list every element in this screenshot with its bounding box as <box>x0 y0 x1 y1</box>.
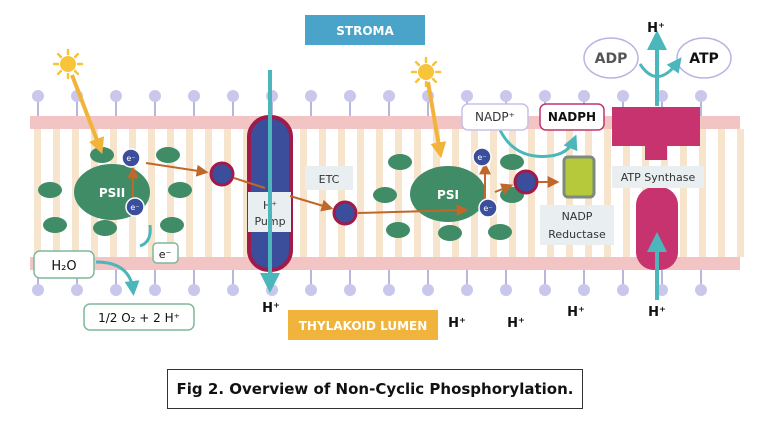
h-ion-label: H⁺ <box>262 301 280 316</box>
psii-label: PSII <box>99 186 125 200</box>
proton-labels: H⁺ H⁺ H⁺ H⁺ H⁺ H⁺ <box>262 21 666 331</box>
electron-badge: e⁻ <box>478 198 498 218</box>
svg-text:e⁻: e⁻ <box>126 154 135 163</box>
stroma-label: STROMA <box>336 24 394 38</box>
nadph-formation: NADP⁺ NADPH <box>461 103 605 158</box>
electron-badges: e⁻ e⁻ e⁻ e⁻ <box>121 147 498 218</box>
h-ion-label: H⁺ <box>648 305 666 320</box>
nadp-reductase: NADP Reductase <box>540 155 614 245</box>
lumen-label: THYLAKOID LUMEN <box>299 319 428 333</box>
svg-text:e⁻: e⁻ <box>130 203 139 212</box>
nadp-reductase-label-1: NADP <box>562 210 593 223</box>
svg-text:e⁻: e⁻ <box>477 153 486 162</box>
psi-complex: PSI <box>373 154 524 241</box>
atp-synthase-label: ATP Synthase <box>621 171 696 184</box>
atp-formation: ADP ATP <box>583 30 732 79</box>
nadph-label: NADPH <box>548 110 596 124</box>
electron-carriers <box>209 161 539 226</box>
sun-icon <box>410 56 447 159</box>
h-ion-label: H⁺ <box>507 316 525 331</box>
electron-badge: e⁻ <box>472 147 492 167</box>
electron-flow-arrows <box>127 162 560 217</box>
electron-release-label: e⁻ <box>159 248 172 261</box>
h-ion-label: H⁺ <box>567 305 585 320</box>
atp-label: ATP <box>689 51 719 67</box>
lumen-label-box: THYLAKOID LUMEN <box>288 310 438 340</box>
nadp-plus-label: NADP⁺ <box>475 110 515 124</box>
h-ion-label: H⁺ <box>647 21 665 36</box>
stroma-label-box: STROMA <box>305 15 425 45</box>
h-ion-label: H⁺ <box>448 316 466 331</box>
etc-box: ETC <box>305 166 353 190</box>
figure-caption: Fig 2. Overview of Non-Cyclic Phosphoryl… <box>167 369 583 409</box>
figure-caption-text: Fig 2. Overview of Non-Cyclic Phosphoryl… <box>176 380 574 398</box>
nadp-reductase-label-2: Reductase <box>548 228 606 241</box>
electron-badge: e⁻ <box>125 197 145 217</box>
water-splitting: H₂O e⁻ 1/2 O₂ + 2 H⁺ <box>33 224 195 331</box>
atp-synthase: ATP Synthase <box>612 70 704 300</box>
adp-label: ADP <box>595 51 628 67</box>
electron-badge: e⁻ <box>121 148 141 168</box>
psi-label: PSI <box>437 188 459 202</box>
svg-text:e⁻: e⁻ <box>483 204 492 213</box>
etc-label: ETC <box>319 173 340 186</box>
water-label: H₂O <box>51 259 76 274</box>
sun-icon <box>52 48 105 154</box>
oxygen-products-label: 1/2 O₂ + 2 H⁺ <box>98 311 180 325</box>
